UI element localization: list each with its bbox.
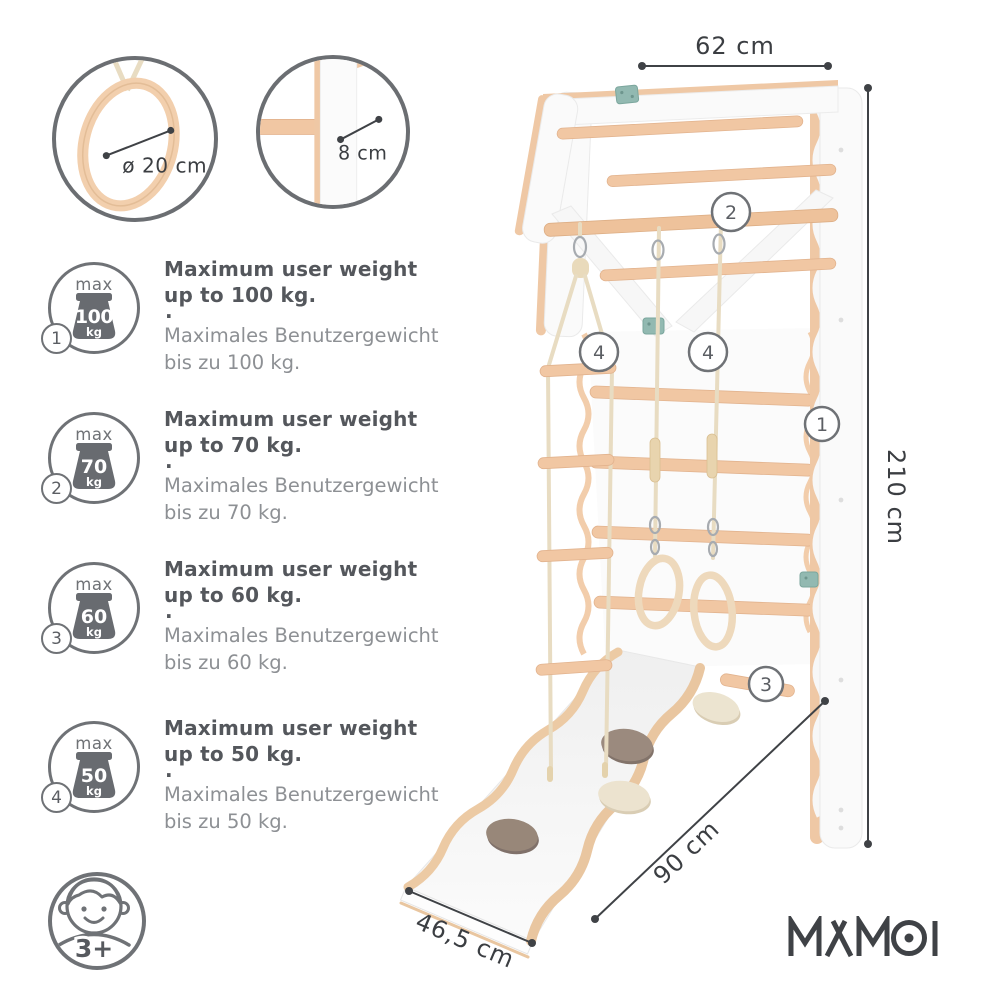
max-weight-100-icon: max 100 kg 1 (41, 260, 150, 372)
svg-text:max: max (75, 575, 112, 594)
svg-text:kg: kg (86, 784, 102, 798)
step-badge: 4 (41, 782, 72, 813)
height-label: 210 cm (882, 449, 910, 545)
gym-rings (634, 220, 737, 651)
svg-text:4: 4 (702, 342, 714, 364)
svg-text:50: 50 (81, 765, 107, 787)
backboard-left-edge (576, 332, 592, 656)
right-brace (675, 189, 834, 333)
pullup-bar (543, 208, 839, 237)
rail-detail-icon: 8 cm (260, 59, 406, 205)
rail-detail-callout: 8 cm (256, 55, 410, 209)
gym-ring-left (634, 554, 684, 630)
slide-length-label: 90 cm (648, 815, 725, 890)
max-weight-50-icon: max 50 kg 4 (41, 719, 150, 831)
svg-text:kg: kg (86, 325, 102, 339)
step-badge: 2 (41, 473, 72, 504)
marker-frame: 1 (803, 405, 841, 443)
child-face-icon: 3+ (57, 877, 131, 966)
separator-dot: · (165, 454, 173, 478)
ring-detail-callout: ø 20 cm (52, 56, 218, 222)
svg-text:4: 4 (593, 342, 605, 364)
dimension-top-width: 62 cm (638, 32, 832, 70)
max-weight-70-icon: max 70 kg 2 (41, 410, 150, 522)
top-width-label: 62 cm (695, 32, 775, 60)
svg-text:max: max (75, 275, 112, 294)
svg-text:kg: kg (86, 475, 102, 489)
rope-ladder (535, 222, 617, 782)
svg-text:kg: kg (86, 625, 102, 639)
marker-pullup-extension: 2 (710, 191, 752, 233)
age-label: 3+ (75, 934, 113, 963)
separator-dot: · (165, 763, 173, 787)
separator-dot: · (165, 304, 173, 328)
rail-depth-label: 8 cm (338, 142, 387, 165)
svg-text:70: 70 (81, 456, 107, 478)
step-badge: 1 (41, 323, 72, 354)
svg-text:1: 1 (816, 414, 828, 436)
separator-dot: · (165, 604, 173, 628)
slide-ramp (399, 647, 741, 959)
marker-slide: 3 (747, 665, 785, 703)
svg-text:60: 60 (81, 606, 107, 628)
age-recommendation-badge: 3+ (48, 872, 146, 970)
slide-left-rail (403, 647, 623, 892)
svg-text:max: max (75, 425, 112, 444)
svg-text:3: 3 (760, 674, 772, 696)
dimension-height: 210 cm (864, 84, 910, 848)
svg-text:100: 100 (75, 306, 113, 328)
gym-ring-icon: ø 20 cm (77, 60, 207, 212)
marker-gym-rings: 4 (687, 331, 729, 373)
svg-text:max: max (75, 734, 112, 753)
right-stile (810, 87, 863, 849)
brand-logo: MAMOI (787, 916, 945, 960)
climbing-stones (486, 692, 741, 855)
gym-ring-right (689, 571, 737, 651)
ring-diameter-label: ø 20 cm (122, 154, 207, 178)
max-weight-60-icon: max 60 kg 3 (41, 560, 150, 672)
backboard-panel (588, 328, 816, 668)
brand-logo-mark (788, 916, 938, 958)
step-badge: 3 (41, 623, 72, 654)
marker-rope-ladder: 4 (578, 331, 620, 373)
svg-text:2: 2 (725, 202, 737, 224)
